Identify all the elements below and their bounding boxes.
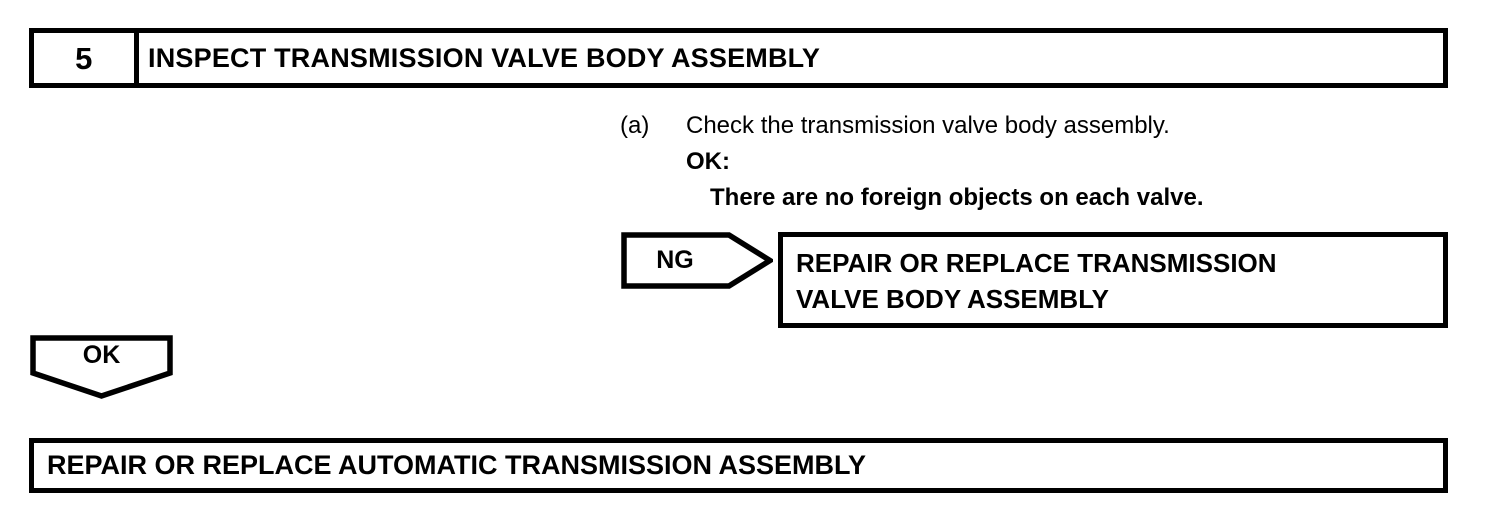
step-title: INSPECT TRANSMISSION VALVE BODY ASSEMBLY <box>148 42 821 73</box>
instruction-text: Check the transmission valve body assemb… <box>686 112 1170 139</box>
instruction-ok-label: OK: <box>686 148 730 175</box>
instruction-ok-label-line: OK: <box>686 144 1440 180</box>
final-result-box: REPAIR OR REPLACE AUTOMATIC TRANSMISSION… <box>29 438 1448 493</box>
instruction-marker: (a) <box>620 112 650 139</box>
ok-arrow-shape-icon <box>30 335 173 399</box>
ng-arrow-shape-icon <box>621 232 773 289</box>
ok-connector-arrow: OK <box>30 335 173 399</box>
ng-result-line-1: REPAIR OR REPLACE TRANSMISSION <box>796 248 1277 278</box>
final-result-line-1: REPAIR OR REPLACE AUTOMATIC TRANSMISSION… <box>47 450 867 480</box>
ng-result-box: REPAIR OR REPLACE TRANSMISSION VALVE BOD… <box>778 232 1448 328</box>
instruction-ok-detail-line: There are no foreign objects on each val… <box>710 180 1440 216</box>
ng-connector-arrow: NG <box>621 232 773 289</box>
instruction-ok-detail: There are no foreign objects on each val… <box>710 184 1204 211</box>
step-number-cell: 5 <box>34 33 139 83</box>
step-header-bar: 5 INSPECT TRANSMISSION VALVE BODY ASSEMB… <box>29 28 1448 88</box>
ng-result-line-2: VALVE BODY ASSEMBLY <box>796 284 1110 314</box>
ng-connector-label: NG <box>656 246 694 274</box>
step-number: 5 <box>75 40 93 76</box>
instruction-block: (a) Check the transmission valve body as… <box>620 108 1440 216</box>
step-title-cell: INSPECT TRANSMISSION VALVE BODY ASSEMBLY <box>139 33 1443 83</box>
instruction-line-a: (a) Check the transmission valve body as… <box>620 108 1440 144</box>
ok-connector-label: OK <box>82 340 121 369</box>
